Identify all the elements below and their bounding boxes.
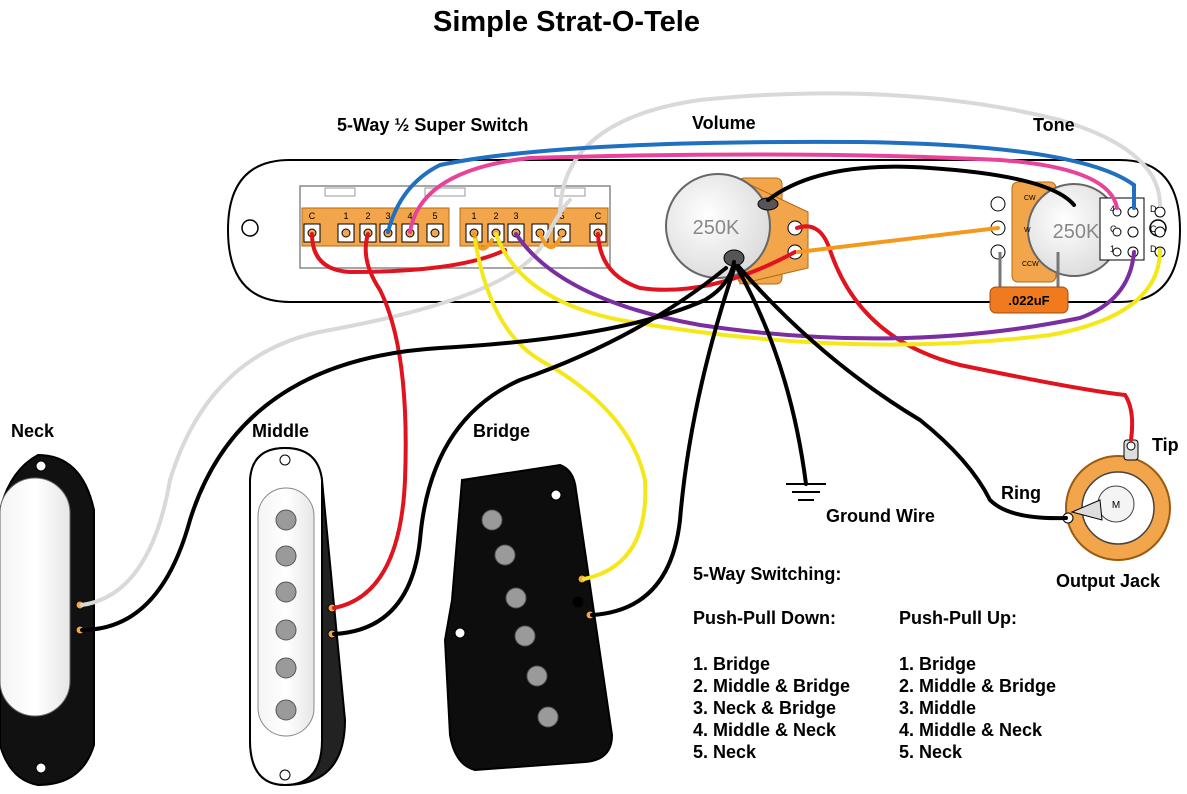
switch-terminal-label: 2 <box>493 211 498 221</box>
middle-label: Middle <box>252 421 309 441</box>
list-item: 5. Neck <box>899 742 963 762</box>
wire-black-vol-tone <box>766 164 1076 207</box>
volume-pot: 250K <box>665 173 809 285</box>
wire-orange-switch-b <box>538 232 562 249</box>
switch-terminal-label: C <box>309 211 316 221</box>
pushpull-right-d-bottom: D <box>1150 244 1157 254</box>
switching-heading: 5-Way Switching: <box>693 564 842 584</box>
push-pull-down-list: 1. Bridge 2. Middle & Bridge 3. Neck & B… <box>693 653 850 763</box>
push-pull-up-heading: Push-Pull Up: <box>899 608 1017 628</box>
middle-pole-pieces <box>275 509 297 721</box>
pushpull-row-4: 4 <box>1110 204 1115 214</box>
wire-yellow-bridge <box>473 238 648 581</box>
list-item: 1. Bridge <box>899 654 977 674</box>
output-jack: M <box>1062 439 1171 561</box>
tip-label: Tip <box>1152 435 1179 455</box>
push-pull-down-heading: Push-Pull Down: <box>693 608 836 628</box>
wire-purple <box>514 232 1136 341</box>
wire-white-arc <box>558 91 1162 217</box>
bridge-label: Bridge <box>473 421 531 441</box>
pole-piece <box>494 544 516 566</box>
switch-terminal-label: C <box>595 211 602 221</box>
bridge-pole-pieces <box>481 509 559 728</box>
wire-black-ring <box>736 264 1068 521</box>
switch-terminal-label: 1 <box>343 211 348 221</box>
switch-terminal-label: 5 <box>559 211 564 221</box>
tone-capacitor: .022uF <box>989 252 1069 314</box>
neck-label: Neck <box>11 421 55 441</box>
list-item: 4. Middle & Neck <box>693 720 837 740</box>
wire-red-middle <box>332 232 408 610</box>
ground-symbol <box>786 483 826 501</box>
list-item: 3. Neck & Bridge <box>693 698 837 718</box>
wire-pink <box>408 152 1119 234</box>
wire-orange-vol-tone <box>796 226 1000 254</box>
pole-piece <box>275 699 297 721</box>
wire-black-middle <box>332 266 728 636</box>
pushpull-right-c: C <box>1150 224 1157 234</box>
wire-black-neck <box>80 260 736 632</box>
wire-yellow-tone <box>494 232 1162 347</box>
pole-piece <box>514 625 536 647</box>
list-item: 1. Bridge <box>693 654 771 674</box>
switch-lug-hole <box>557 228 567 238</box>
tone-pot-value: 250K <box>1053 221 1100 243</box>
switch-lug-hole <box>341 228 351 238</box>
pole-piece <box>481 509 503 531</box>
pushpull-row-1: 1 <box>1110 244 1115 254</box>
volume-label: Volume <box>692 113 756 133</box>
list-item: 3. Middle <box>899 698 977 718</box>
wire-orange-switch-a <box>472 232 494 251</box>
switch-terminal-label: 3 <box>385 211 390 221</box>
list-item: 2. Middle & Bridge <box>693 676 851 696</box>
switch-terminal-label: 5 <box>432 211 437 221</box>
switch-lug-hole <box>430 228 440 238</box>
pole-piece <box>275 619 297 641</box>
switch-terminal-label: 2 <box>365 211 370 221</box>
tone-lug-label-ccw: CCW <box>1022 261 1039 268</box>
list-item: 5. Neck <box>693 742 757 762</box>
capacitor-value: .022uF <box>1008 293 1049 308</box>
switch-label: 5-Way ½ Super Switch <box>337 115 529 135</box>
wire-red-switch-vol <box>596 232 797 292</box>
switch-terminal-label: 3 <box>513 211 518 221</box>
pole-piece <box>505 587 527 609</box>
wire-black-bridge <box>590 264 737 617</box>
tone-lug-label-w: W <box>1024 227 1031 234</box>
middle-pickup <box>249 446 347 787</box>
pushpull-row-c: C <box>1110 224 1117 234</box>
neck-pickup <box>0 453 95 787</box>
tone-lug-label-cw: CW <box>1024 195 1036 202</box>
wire-blue <box>386 139 1136 234</box>
output-jack-label: Output Jack <box>1056 571 1161 591</box>
page-title: Simple Strat-O-Tele <box>433 6 700 38</box>
ring-label: Ring <box>1001 483 1041 503</box>
plate-screw-hole <box>241 219 259 237</box>
push-pull-up-list: 1. Bridge 2. Middle & Bridge 3. Middle 4… <box>899 653 1056 763</box>
list-item: 2. Middle & Bridge <box>899 676 1057 696</box>
volume-pot-value: 250K <box>693 217 740 239</box>
pole-piece <box>526 665 548 687</box>
switch-terminal-label: 4 <box>407 211 412 221</box>
pole-piece <box>275 545 297 567</box>
pole-piece <box>275 581 297 603</box>
wire-black-ground <box>734 264 808 486</box>
pole-piece <box>537 706 559 728</box>
pole-piece <box>275 657 297 679</box>
list-item: 4. Middle & Neck <box>899 720 1043 740</box>
bridge-pickup <box>443 463 614 772</box>
tone-label: Tone <box>1033 115 1075 135</box>
ground-wire-label: Ground Wire <box>826 506 935 526</box>
jack-letter: M <box>1112 500 1120 511</box>
pole-piece <box>275 509 297 531</box>
pushpull-right-d-top: D <box>1150 204 1157 214</box>
switch-terminal-label: 1 <box>471 211 476 221</box>
